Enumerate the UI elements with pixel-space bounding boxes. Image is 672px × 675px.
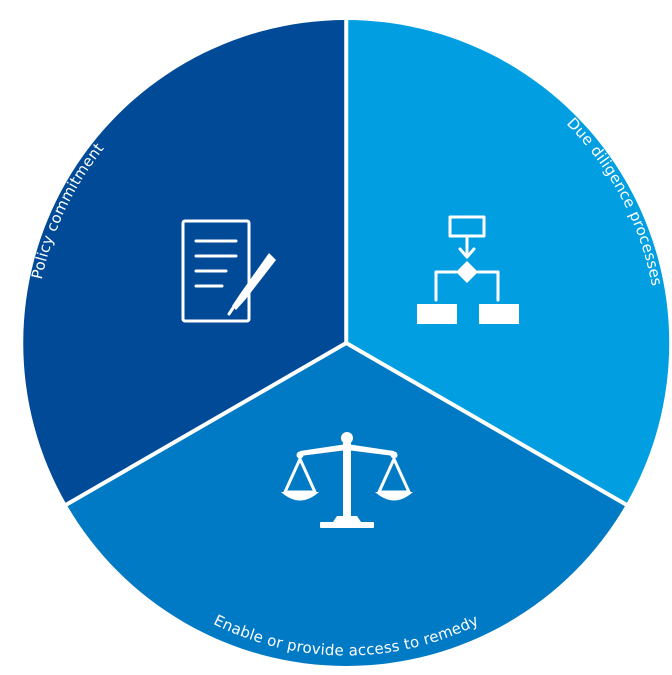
scales-of-justice-icon xyxy=(281,432,413,528)
segment-separators xyxy=(62,16,631,509)
segment-policy-commitment xyxy=(23,20,347,505)
segment-due-diligence xyxy=(346,20,670,505)
flowchart-icon xyxy=(417,215,519,324)
document-pen-icon xyxy=(181,219,276,323)
